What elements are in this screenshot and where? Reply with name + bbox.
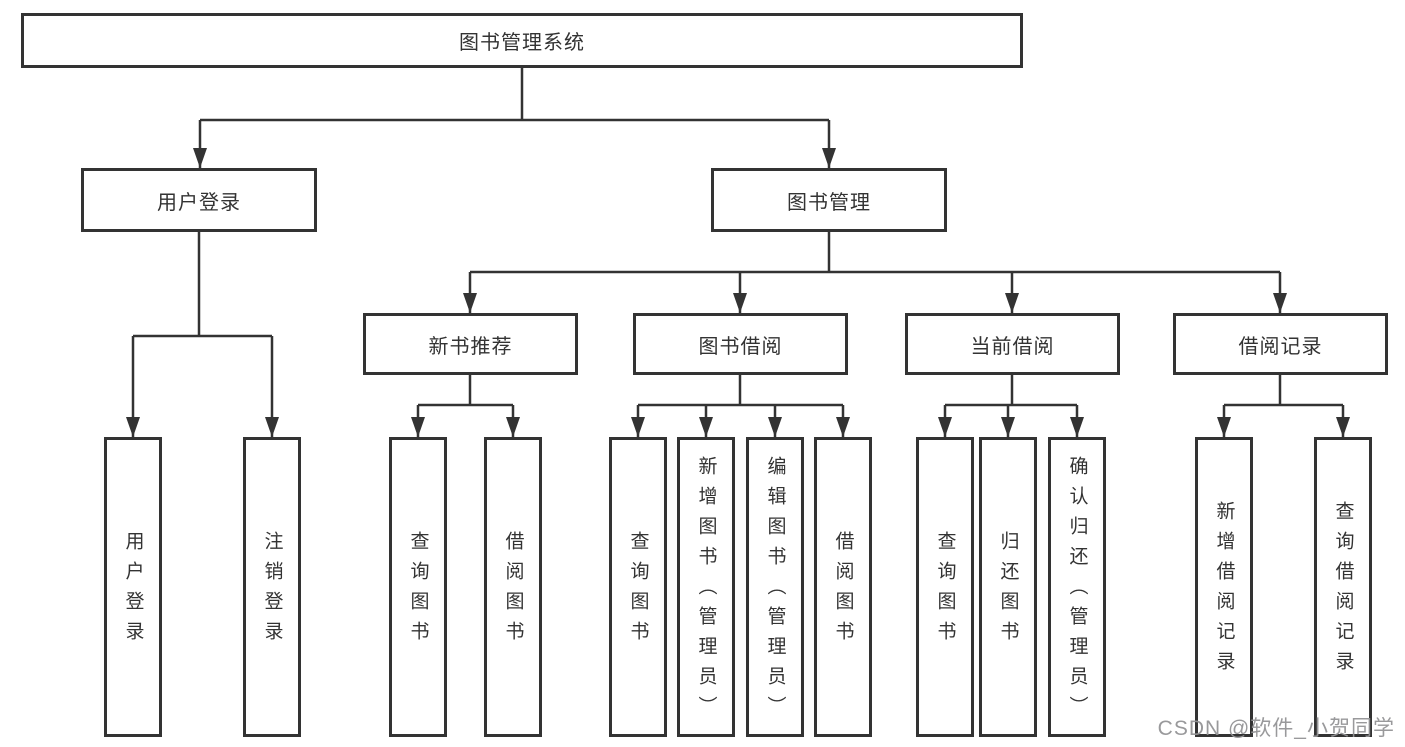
node-leaf-borrow-books: 借阅图书	[814, 437, 872, 737]
node-leaf-logout: 注销登录	[243, 437, 301, 737]
node-leaf-return-books: 归还图书	[979, 437, 1037, 737]
node-leaf-confirm-return-admin: 确认归还（管理员）	[1048, 437, 1106, 737]
node-leaf-query-books-current: 查询图书	[916, 437, 974, 737]
node-borrowing-records: 借阅记录	[1173, 313, 1388, 375]
node-leaf-borrow-books-recommend: 借阅图书	[484, 437, 542, 737]
node-book-borrowing: 图书借阅	[633, 313, 848, 375]
node-leaf-edit-books-admin: 编辑图书（管理员）	[746, 437, 804, 737]
node-leaf-query-books-borrowing: 查询图书	[609, 437, 667, 737]
node-root-library-management-system: 图书管理系统	[21, 13, 1023, 68]
node-current-borrowing: 当前借阅	[905, 313, 1120, 375]
node-leaf-user-login: 用户登录	[104, 437, 162, 737]
node-book-management-module: 图书管理	[711, 168, 947, 232]
node-leaf-query-books-recommend: 查询图书	[389, 437, 447, 737]
node-leaf-query-borrow-record: 查询借阅记录	[1314, 437, 1372, 737]
node-new-book-recommendation: 新书推荐	[363, 313, 578, 375]
node-leaf-add-borrow-record: 新增借阅记录	[1195, 437, 1253, 737]
node-user-login-module: 用户登录	[81, 168, 317, 232]
node-leaf-add-books-admin: 新增图书（管理员）	[677, 437, 735, 737]
csdn-watermark: CSDN @软件_小贺同学	[1157, 717, 1395, 740]
